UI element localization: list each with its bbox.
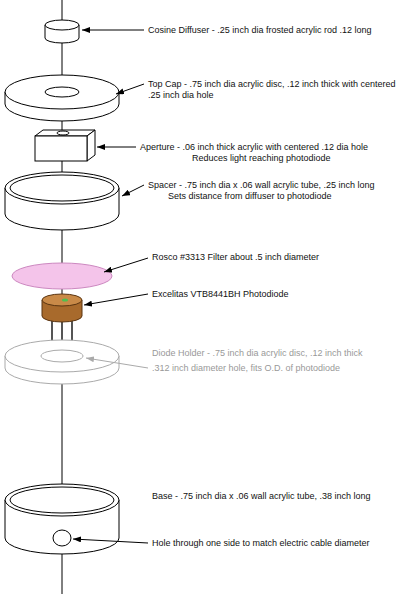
part-label: Top Cap - .75 inch dia acrylic disc, .12… — [148, 79, 396, 101]
part-note: .312 inch diameter hole, fits O.D. of ph… — [152, 363, 340, 374]
leader-arrow — [86, 358, 148, 368]
aperture-plate — [35, 130, 95, 161]
leader-arrow — [97, 147, 136, 148]
leader-arrow — [116, 84, 144, 94]
part-note: Sets distance from diffuser to photodiod… — [168, 191, 331, 202]
part-label: Aperture - .06 inch thick acrylic with c… — [140, 142, 368, 153]
part-label: Base - .75 inch dia x .06 wall acrylic t… — [152, 491, 371, 502]
part-label: Cosine Diffuser - .25 inch dia frosted a… — [148, 25, 371, 36]
part-label: Excelitas VTB8441BH Photodiode — [152, 289, 289, 300]
part-label: Diode Holder - .75 inch dia acrylic disc… — [152, 348, 363, 359]
leader-arrow — [122, 185, 144, 196]
part-label: Rosco #3313 Filter about .5 inch diamete… — [152, 252, 319, 263]
leader-arrow — [84, 294, 148, 305]
diode-holder — [5, 340, 119, 384]
leader-arrow — [82, 30, 144, 31]
top-cap — [5, 75, 119, 121]
cosine-diffuser — [45, 20, 79, 43]
part-label: Spacer - .75 inch dia x .06 wall acrylic… — [148, 180, 375, 191]
base-tube — [5, 484, 119, 554]
leader-arrow — [73, 539, 148, 543]
part-note: Reduces light reaching photodiode — [192, 153, 331, 164]
part-note: Hole through one side to match electric … — [152, 538, 370, 549]
spacer-tube — [5, 172, 119, 230]
filter-disc — [12, 263, 112, 289]
leader-arrow — [104, 258, 148, 272]
